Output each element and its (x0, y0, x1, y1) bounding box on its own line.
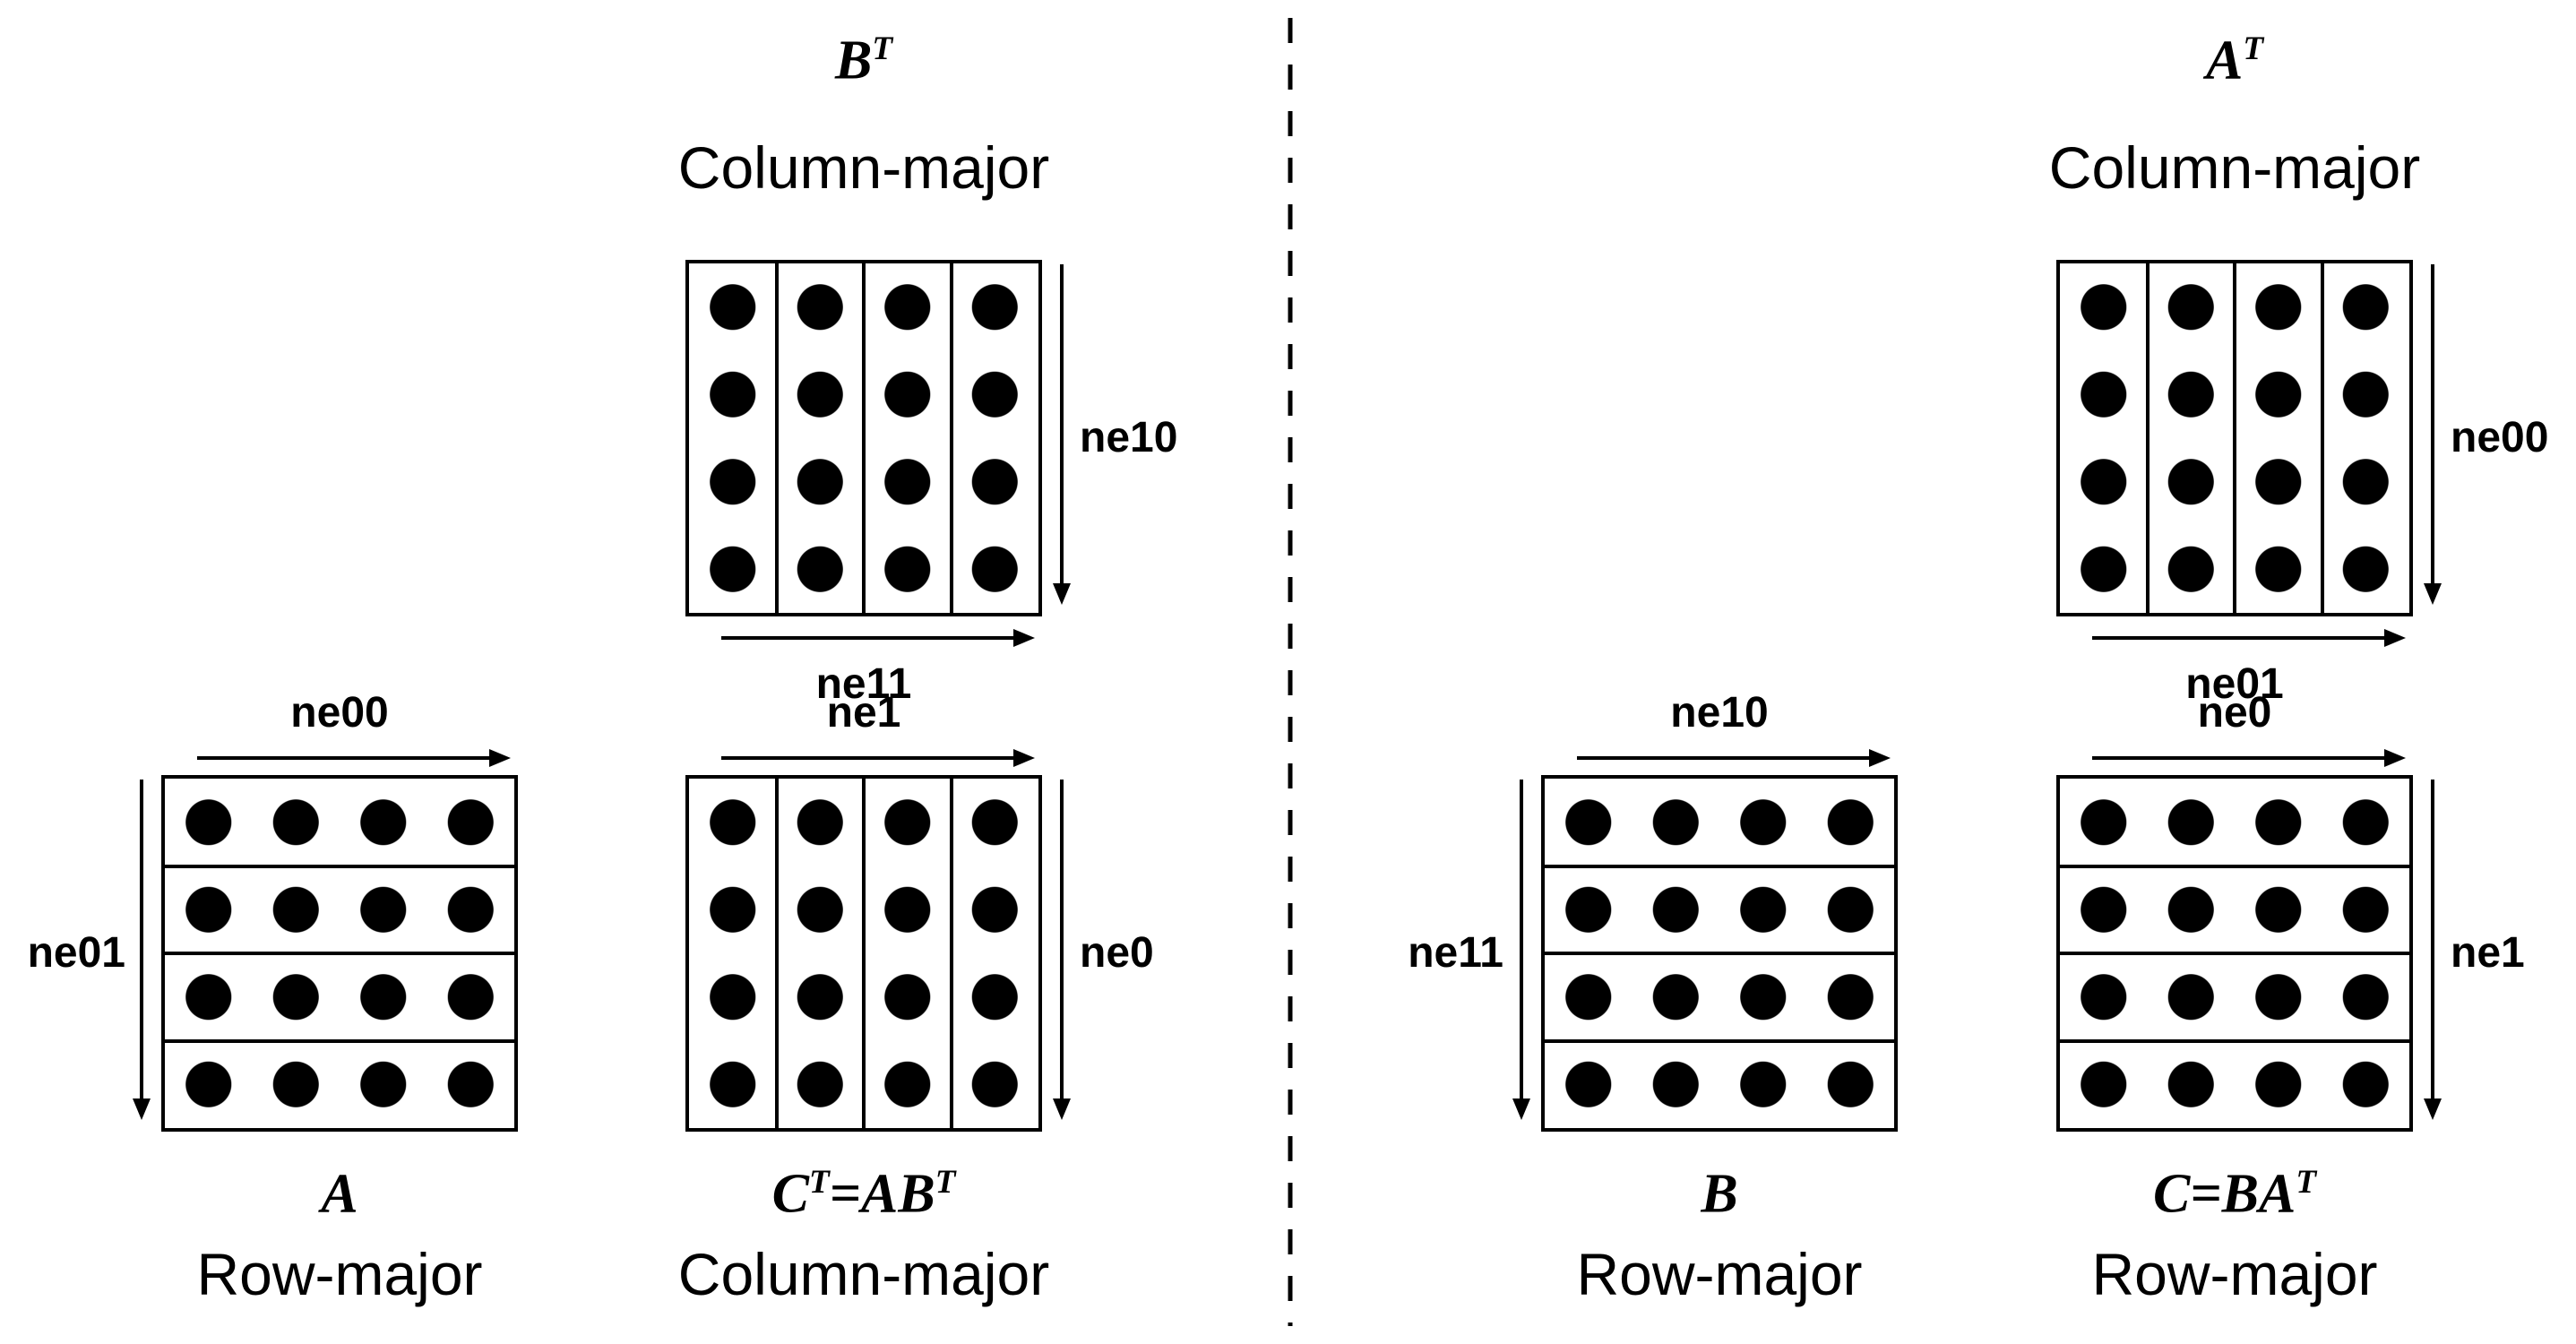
column-divider (862, 779, 866, 1128)
matrix-b-box (1541, 775, 1898, 1132)
matrix-bt-layout-label: Column-major (677, 134, 1050, 201)
matrix-a-title-base: A (321, 1163, 358, 1225)
label-ne1-right: ne1 (2451, 929, 2525, 977)
column-divider (2145, 263, 2150, 613)
right-arrow-icon (721, 749, 1035, 767)
matrix-b-title-base: B (1701, 1163, 1738, 1225)
right-arrow-icon (1577, 749, 1891, 767)
down-arrow-icon (2424, 780, 2442, 1120)
row-divider (165, 952, 514, 955)
matrix-bt-title: BT (595, 16, 1133, 94)
right-arrow-icon (2092, 749, 2406, 767)
column-divider (949, 263, 953, 613)
column-divider (2233, 263, 2236, 613)
label-ne11-right: ne11 (1408, 929, 1503, 977)
column-divider (862, 263, 866, 613)
matrix-ct-title-sup2: T (935, 1164, 956, 1201)
matrix-ct-title: CT=ABT (595, 1150, 1133, 1228)
dashed-divider (1288, 18, 1293, 1326)
matrix-at-title-sup: T (2243, 30, 2264, 67)
matrix-ct-title-sup: T (808, 1164, 830, 1201)
matrix-b-title: B (1451, 1150, 1988, 1228)
right-arrow-icon (197, 749, 511, 767)
label-ne10: ne10 (1080, 414, 1178, 461)
matrix-a-layout-label: Row-major (196, 1241, 483, 1307)
row-divider (2060, 1038, 2409, 1043)
matrix-ct-box (685, 775, 1042, 1132)
label-ne01: ne01 (27, 929, 125, 977)
matrix-b-layout-label: Row-major (1576, 1241, 1863, 1307)
matrix-a-title: A (71, 1150, 608, 1228)
down-arrow-icon (1053, 780, 1071, 1120)
row-divider (2060, 952, 2409, 955)
column-divider (949, 779, 953, 1128)
row-divider (1545, 864, 1894, 868)
down-arrow-icon (1053, 264, 1071, 605)
matrix-bt-title-sup: T (872, 30, 893, 67)
label-ne01-right: ne01 (2185, 660, 2284, 708)
matrix-c-title-sup: T (2296, 1164, 2317, 1201)
label-ne10-right: ne10 (1670, 689, 1769, 737)
down-arrow-icon (133, 780, 151, 1120)
label-ne0: ne0 (1080, 929, 1154, 977)
matrix-at-title-base: A (2205, 30, 2244, 91)
column-divider (774, 263, 779, 613)
matrix-bt-title-base: B (834, 30, 873, 91)
row-divider (165, 864, 514, 868)
row-divider (2060, 864, 2409, 868)
matrix-c-title: C=BAT (1966, 1150, 2503, 1228)
matrix-c-layout-label: Row-major (2091, 1241, 2378, 1307)
matrix-ct-title-base: C (771, 1163, 809, 1225)
matrix-ct-title-base2: =AB (829, 1163, 935, 1225)
matrix-a-box (161, 775, 518, 1132)
row-divider (1545, 1038, 1894, 1043)
matrix-bt-box (685, 260, 1042, 616)
right-arrow-icon (2092, 629, 2406, 647)
right-arrow-icon (721, 629, 1035, 647)
row-divider (165, 1038, 514, 1043)
column-divider (2320, 263, 2324, 613)
matrix-c-box (2056, 775, 2413, 1132)
label-ne00: ne00 (290, 689, 389, 737)
label-ne00-right: ne00 (2451, 414, 2549, 461)
matrix-at-box (2056, 260, 2413, 616)
down-arrow-icon (1512, 780, 1530, 1120)
matrix-at-title: AT (1966, 16, 2503, 94)
row-divider (1545, 952, 1894, 955)
column-divider (774, 779, 779, 1128)
label-ne1: ne1 (826, 689, 901, 737)
matrix-ct-layout-label: Column-major (677, 1241, 1050, 1307)
down-arrow-icon (2424, 264, 2442, 605)
matrix-c-title-base: C=BA (2152, 1163, 2296, 1225)
matrix-at-layout-label: Column-major (2048, 134, 2421, 201)
label-ne11: ne11 (815, 660, 912, 708)
label-ne0-right: ne0 (2197, 689, 2272, 737)
